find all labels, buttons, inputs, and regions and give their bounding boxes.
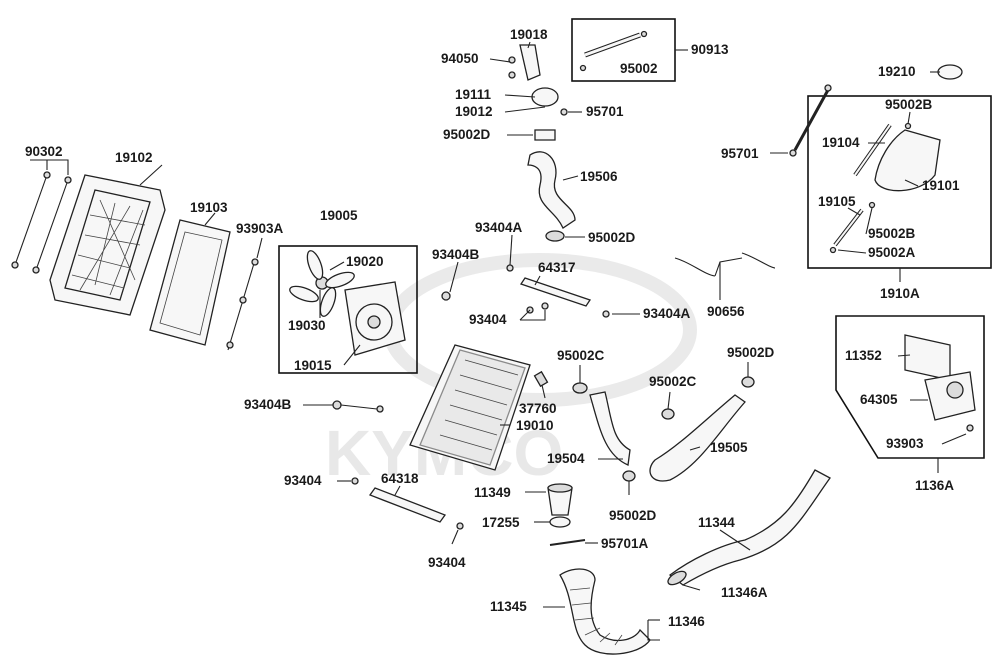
label-95002D-top: 95002D: [443, 127, 491, 142]
label-95002A: 95002A: [868, 245, 916, 260]
label-95002D-mid: 95002D: [588, 230, 636, 245]
bracket-64317: [441, 264, 610, 318]
label-19103: 19103: [190, 200, 228, 215]
label-19506: 19506: [580, 169, 618, 184]
hose-19505: [649, 394, 746, 482]
label-19105: 19105: [818, 194, 856, 209]
label-95002B-low: 95002B: [868, 226, 916, 241]
radiator-grill-19102: [49, 174, 166, 316]
label-93903A: 93903A: [236, 221, 284, 236]
leader-lines: [30, 41, 967, 641]
thermostat-assembly: [508, 44, 568, 141]
label-11349: 11349: [474, 485, 511, 500]
reserve-tank-19101: [829, 122, 941, 254]
clamp-95002C-left: [572, 382, 588, 394]
label-37760: 37760: [519, 401, 557, 416]
label-19010: 19010: [516, 418, 554, 433]
label-19005: 19005: [320, 208, 358, 223]
screws-90302: [11, 171, 72, 274]
label-64318: 64318: [381, 471, 419, 486]
label-1136A: 1136A: [915, 478, 954, 493]
label-95002-box: 95002: [620, 61, 658, 76]
radiator-19010: [409, 344, 531, 471]
label-93903: 93903: [886, 436, 924, 451]
label-95002C-left: 95002C: [557, 348, 605, 363]
clamp-95002D-mid: [545, 230, 565, 242]
label-95002D-right: 95002D: [727, 345, 775, 360]
label-95002B-top: 95002B: [885, 97, 933, 112]
label-19210: 19210: [878, 64, 916, 79]
label-93404-mid: 93404: [469, 312, 507, 327]
label-11345: 11345: [490, 599, 527, 614]
hose-kit-90913: [579, 30, 648, 72]
bands-90656: [674, 252, 776, 277]
label-95701A: 95701A: [601, 536, 649, 551]
label-11352: 11352: [845, 348, 882, 363]
fan-shroud-19015: [344, 281, 406, 356]
label-90913: 90913: [691, 42, 729, 57]
clips-93903A: [226, 258, 259, 351]
label-19030: 19030: [288, 318, 326, 333]
screen-19103: [149, 219, 231, 346]
label-19504: 19504: [547, 451, 585, 466]
label-90302: 90302: [25, 144, 63, 159]
sensor-37760: [533, 370, 549, 388]
hose-19504: [589, 391, 631, 466]
label-19018: 19018: [510, 27, 548, 42]
cap-19210: [937, 64, 963, 80]
label-11346: 11346: [668, 614, 705, 629]
label-94050: 94050: [441, 51, 479, 66]
duct-11344: [668, 469, 831, 586]
label-95701-right: 95701: [721, 146, 759, 161]
label-19111: 19111: [455, 87, 492, 102]
label-95002C-mid: 95002C: [649, 374, 697, 389]
label-11346A: 11346A: [721, 585, 768, 600]
label-1910A: 1910A: [880, 286, 920, 301]
label-17255: 17255: [482, 515, 520, 530]
clamp-95002D-right: [741, 376, 755, 388]
label-90656: 90656: [707, 304, 745, 319]
bracket-64318: [351, 477, 464, 530]
fan-assembly-box: [278, 245, 418, 374]
clamp-11346A: [667, 570, 687, 586]
label-11344: 11344: [698, 515, 735, 530]
label-93404B-left: 93404B: [244, 397, 292, 412]
label-93404A-top: 93404A: [475, 220, 523, 235]
label-19101: 19101: [922, 178, 960, 193]
label-93404A-right: 93404A: [643, 306, 691, 321]
cover-assembly-box: [835, 315, 985, 459]
label-19015: 19015: [294, 358, 332, 373]
label-93404-low2: 93404: [428, 555, 466, 570]
duct-11345: [559, 568, 651, 655]
label-19505: 19505: [710, 440, 748, 455]
fan-blades-19020: [289, 250, 355, 317]
label-95002D-low: 95002D: [609, 508, 657, 523]
filler-parts: [547, 483, 586, 546]
clamp-95002D-low: [622, 470, 636, 482]
label-95701-top: 95701: [586, 104, 624, 119]
hose-19506: [527, 151, 576, 229]
clamp-95002C-mid: [661, 408, 675, 420]
label-19102: 19102: [115, 150, 153, 165]
label-19012: 19012: [455, 104, 493, 119]
cover-assembly-1136A: [904, 334, 976, 432]
label-19020: 19020: [346, 254, 384, 269]
duct-11345-ribs: [569, 587, 623, 646]
label-64305: 64305: [860, 392, 898, 407]
label-64317: 64317: [538, 260, 576, 275]
hose-95701-right: [789, 84, 832, 157]
part-labels: 90302 19102 19103 93903A 19005 19020 190…: [25, 27, 960, 629]
label-19104: 19104: [822, 135, 860, 150]
label-93404-low1: 93404: [284, 473, 322, 488]
label-93404B-top: 93404B: [432, 247, 480, 262]
